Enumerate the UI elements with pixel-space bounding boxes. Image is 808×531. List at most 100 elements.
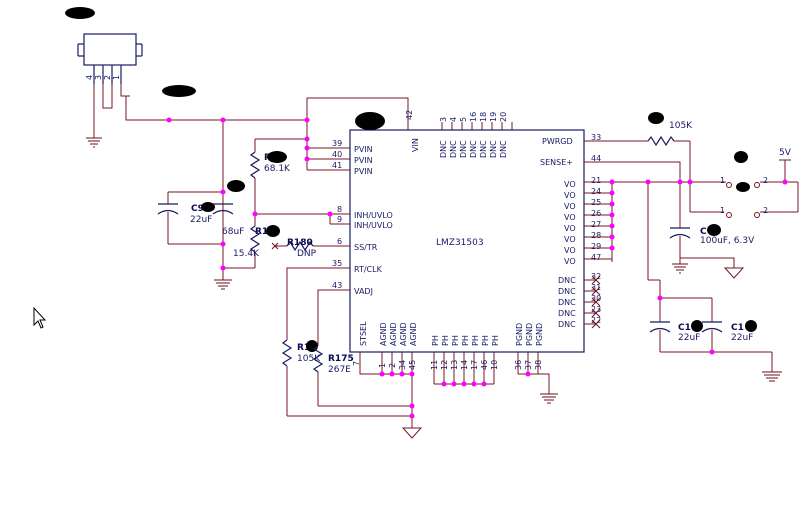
pin-num: 7 — [352, 361, 361, 366]
pin-label-agnd: AGND — [379, 322, 388, 346]
resistor-ref: R1 — [297, 343, 310, 353]
c22uf-out1-value: 22uF — [678, 333, 700, 343]
conn-pin-2: 2 — [103, 75, 112, 80]
redacted-mark — [201, 202, 215, 212]
redacted-mark — [227, 180, 245, 192]
pin-num: 16 — [469, 112, 478, 122]
pin-label-stsel: STSEL — [359, 321, 368, 346]
pin-label-ph: PH — [491, 335, 500, 346]
pin-label-pvin: PVIN — [354, 145, 373, 154]
pin-num: 27 — [591, 220, 601, 229]
c22uf-out2-value: 22uF — [731, 333, 753, 343]
pin-label-vo: VO — [564, 191, 576, 200]
pin-num: 28 — [591, 231, 601, 240]
redacted-mark — [736, 182, 750, 192]
pin-label-vo: VO — [564, 246, 576, 255]
pin-num: 8 — [337, 205, 342, 214]
pin-label-dnc: DNC — [459, 140, 468, 158]
top-dnc-pins — [441, 122, 513, 130]
pin-num: 35 — [332, 259, 342, 268]
pin-num: 23 — [591, 305, 601, 314]
pin-num: 18 — [479, 112, 488, 122]
redacted-mark — [707, 224, 721, 236]
conn-pin-3: 3 — [94, 75, 103, 80]
pin-label-dnc: DNC — [558, 298, 576, 307]
resistor-15k4 — [249, 225, 261, 253]
pin-label-ss: SS/TR — [354, 243, 378, 252]
pin-num: 47 — [591, 253, 601, 262]
pin-num: 4 — [449, 117, 458, 122]
pin-num: 40 — [332, 150, 342, 159]
resistor-105k-rt — [281, 339, 293, 367]
pin-num: 1 — [378, 363, 387, 368]
pin-label-dnc: DNC — [558, 287, 576, 296]
capacitor-22uf-out2 — [701, 321, 723, 333]
capacitor-22uf-input — [157, 203, 179, 215]
pin-label-dnc: DNC — [449, 140, 458, 158]
pin-label-ph: PH — [481, 335, 490, 346]
ic-name: LMZ31503 — [436, 238, 484, 248]
pin-label-agnd: AGND — [399, 322, 408, 346]
pin-label-agnd: AGND — [409, 322, 418, 346]
redacted-mark — [691, 320, 703, 332]
header-pin — [754, 182, 760, 188]
pin-num: 41 — [332, 161, 342, 170]
redacted-mark — [65, 7, 95, 19]
r15k-value: 15.4K — [233, 249, 260, 259]
resistor-68k1 — [249, 151, 261, 179]
header-pin — [726, 212, 732, 218]
c22uf-in-value: 22uF — [190, 215, 212, 225]
ground-symbol — [672, 263, 688, 274]
pin-num: 31 — [591, 283, 601, 292]
header-pin-num: 2 — [763, 176, 768, 185]
pin-label-vo: VO — [564, 213, 576, 222]
pin-label-dnc: DNC — [469, 140, 478, 158]
pin-num: 22 — [591, 316, 601, 325]
cap-ref: C — [700, 227, 707, 237]
pin-num: 14 — [460, 360, 469, 370]
pin-num: 12 — [440, 360, 449, 370]
pin-label-vo: VO — [564, 257, 576, 266]
redacted-mark — [355, 112, 385, 130]
pin-num: 25 — [591, 198, 601, 207]
pin-label-inh: INH/UVLO — [354, 211, 393, 220]
pin-num: 26 — [591, 209, 601, 218]
pin-label-ph: PH — [461, 335, 470, 346]
resistor-r180 — [286, 240, 314, 252]
pin-label-dnc: DNC — [558, 309, 576, 318]
pin-label-ph: PH — [471, 335, 480, 346]
c100uf-value: 100uF, 6.3V — [700, 236, 755, 246]
pin-label-pgnd: PGND — [525, 323, 534, 346]
ground-symbol — [86, 137, 102, 148]
pin-label-vo: VO — [564, 235, 576, 244]
redacted-mark — [648, 112, 664, 124]
pin-num: 5 — [459, 117, 468, 122]
pin-num: 11 — [430, 360, 439, 370]
redacted-mark — [734, 151, 748, 163]
pin-num: 46 — [480, 360, 489, 370]
pin-num: 36 — [514, 360, 523, 370]
pin-label-vo: VO — [564, 224, 576, 233]
pin-num: 38 — [534, 360, 543, 370]
capacitor-22uf-out1 — [649, 321, 671, 333]
ground-symbol — [214, 279, 232, 290]
header-pin-num: 2 — [763, 206, 768, 215]
capacitor-100uf — [669, 227, 691, 239]
cap-ref: C1 — [678, 323, 691, 333]
ground-symbol — [762, 371, 782, 382]
pin-label-vadj: VADJ — [354, 287, 373, 296]
pin-label-pgnd: PGND — [535, 323, 544, 346]
pin-label-pwrgd: PWRGD — [542, 137, 573, 146]
header-pin-num: 1 — [720, 206, 725, 215]
pin-label-dnc: DNC — [558, 276, 576, 285]
pin-label-dnc: DNC — [479, 140, 488, 158]
pin-label-sense: SENSE+ — [540, 158, 573, 167]
pin-label-ph: PH — [451, 335, 460, 346]
pin-num: 33 — [591, 133, 601, 142]
pin-num: 29 — [591, 242, 601, 251]
pin-num: 2 — [388, 363, 397, 368]
pin-label-vo: VO — [564, 180, 576, 189]
r175-ref: R175 — [328, 354, 354, 364]
r105k-pg-value: 105K — [669, 121, 693, 131]
pin-num: 13 — [450, 360, 459, 370]
